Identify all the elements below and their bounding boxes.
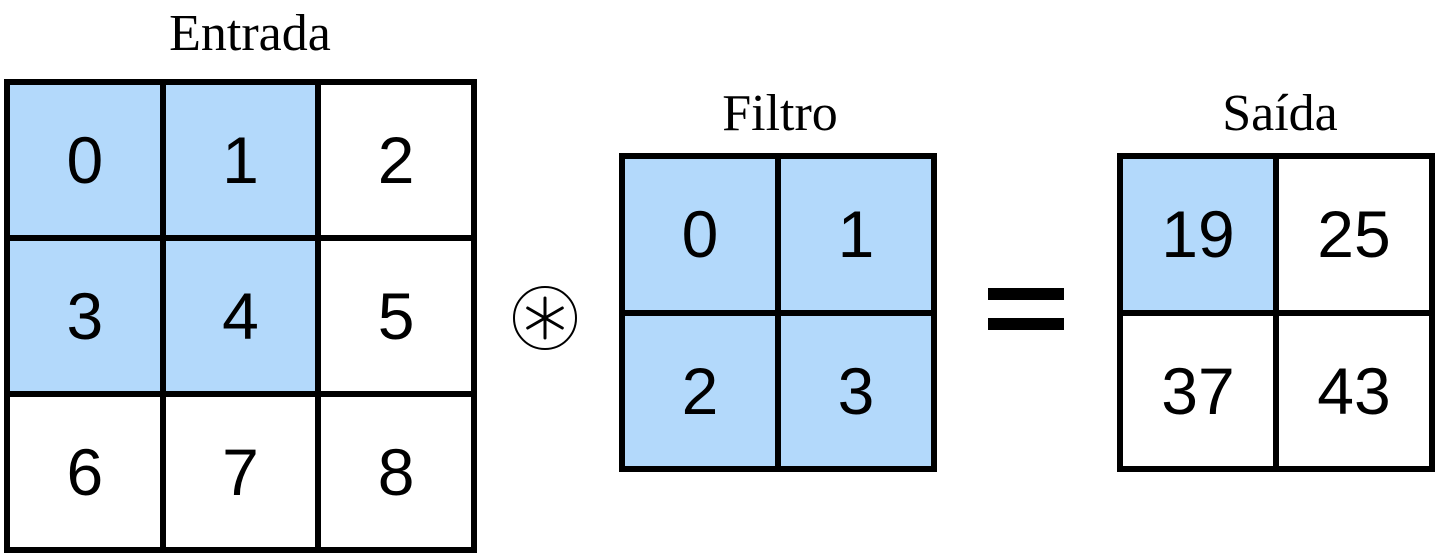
output-title: Saída	[1222, 85, 1338, 142]
input-cell: 8	[321, 397, 471, 547]
input-cell: 5	[321, 241, 471, 391]
filter-matrix: 0 1 2 3	[619, 153, 937, 472]
filter-title: Filtro	[722, 85, 838, 142]
input-title: Entrada	[169, 5, 331, 62]
input-cell: 3	[10, 241, 160, 391]
filter-cell: 2	[625, 315, 775, 466]
input-cell: 4	[165, 241, 316, 391]
filter-cell: 3	[781, 315, 931, 466]
output-cell: 19	[1123, 159, 1273, 310]
output-cell: 43	[1279, 315, 1429, 466]
input-cell: 6	[10, 397, 160, 547]
equals-sign-icon	[988, 288, 1064, 330]
input-cell: 0	[10, 85, 160, 235]
output-cell: 25	[1279, 159, 1429, 310]
circled-asterisk-icon	[513, 286, 577, 350]
input-cell: 1	[165, 85, 316, 235]
filter-cell: 1	[781, 159, 931, 310]
input-cell: 7	[165, 397, 316, 547]
input-cell: 2	[321, 85, 471, 235]
output-matrix: 19 25 37 43	[1117, 153, 1435, 472]
input-matrix: 0 1 2 3 4 5 6 7 8	[4, 79, 477, 553]
filter-cell: 0	[625, 159, 775, 310]
output-cell: 37	[1123, 315, 1273, 466]
